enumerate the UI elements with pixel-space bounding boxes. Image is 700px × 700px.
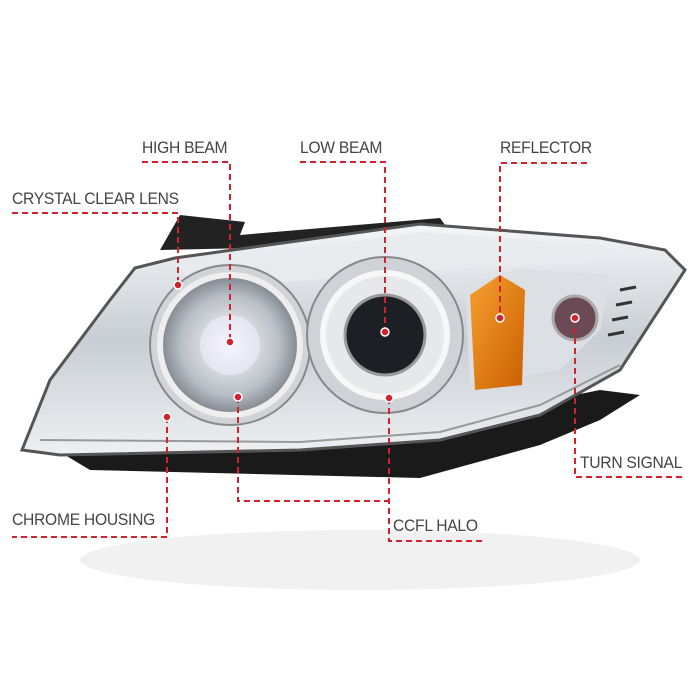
callout-line-crystal-clear-lens xyxy=(12,212,179,285)
label-low-beam: LOW BEAM xyxy=(300,138,383,157)
label-ccfl-halo: CCFL HALO xyxy=(393,516,478,535)
callout-dot-low-beam xyxy=(380,327,390,337)
label-turn-signal: TURN SIGNAL xyxy=(580,453,683,472)
callout-line-ccfl-halo-2 xyxy=(237,397,389,502)
callout-dot-turn-signal xyxy=(570,313,580,323)
label-chrome-housing: CHROME HOUSING xyxy=(12,510,155,529)
callout-line-reflector xyxy=(499,162,587,318)
amber-reflector xyxy=(470,275,525,390)
reflection-shadow xyxy=(80,530,640,590)
label-high-beam: HIGH BEAM xyxy=(142,138,228,157)
label-crystal-clear-lens: CRYSTAL CLEAR LENS xyxy=(12,189,179,208)
callout-dot-reflector xyxy=(495,313,505,323)
callout-dot-ccfl-halo-2 xyxy=(233,392,243,402)
callout-line-ccfl-halo xyxy=(388,398,483,542)
callout-line-turn-signal xyxy=(574,318,686,478)
callout-dot-high-beam xyxy=(225,337,235,347)
callout-line-chrome-housing xyxy=(12,417,168,538)
callout-dot-crystal-clear-lens xyxy=(173,280,183,290)
side-vents xyxy=(607,285,637,337)
label-reflector: REFLECTOR xyxy=(500,138,592,157)
callout-dot-chrome-housing xyxy=(162,412,172,422)
callout-line-low-beam xyxy=(300,161,386,332)
callout-dot-ccfl-halo xyxy=(384,393,394,403)
